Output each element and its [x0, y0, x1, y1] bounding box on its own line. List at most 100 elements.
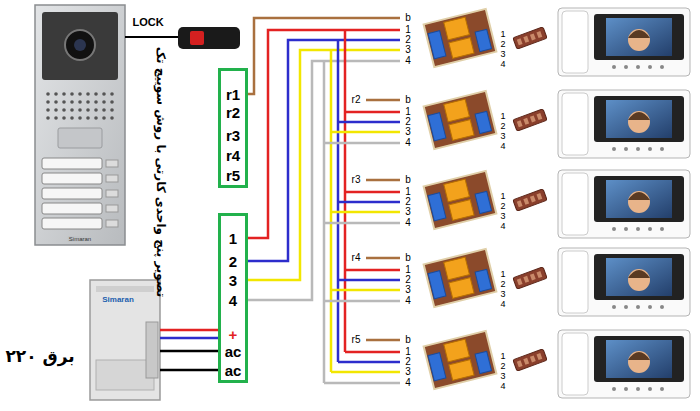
psu-rib: [96, 286, 154, 292]
call-button: [42, 158, 102, 169]
hair: [628, 270, 650, 278]
screen: [606, 258, 672, 296]
pin-name: 4: [500, 222, 505, 231]
relay-symbol: [449, 360, 474, 381]
connector-plug: [513, 109, 547, 131]
pin-name: 3: [405, 207, 411, 217]
relay-board: [424, 249, 497, 307]
ac-wire: [160, 350, 218, 353]
grill-hole: [46, 108, 50, 112]
pin-name: 1: [500, 270, 505, 279]
relay-symbol: [449, 278, 474, 299]
video-monitor: [558, 330, 690, 398]
plug-pin: [517, 278, 523, 285]
call-button: [42, 188, 102, 199]
relay-tag: r4: [352, 253, 361, 263]
monitor-button: [636, 387, 640, 391]
pin-name: 4: [405, 138, 411, 148]
grill-hole: [70, 92, 74, 96]
monitor-button: [660, 305, 664, 309]
terminal-label: r5: [226, 168, 240, 183]
monitor-button: [612, 65, 616, 69]
terminal-label: +: [229, 327, 238, 342]
vertical-title: تصویر پنج واحدی کارتی با روش سوییچ تک: [155, 47, 167, 297]
relay-row: [324, 90, 690, 158]
grill-hole: [70, 116, 74, 120]
monitor-button: [648, 387, 652, 391]
monitor-body: [558, 90, 690, 158]
handset: [562, 173, 588, 235]
pin-name: 2: [500, 362, 505, 371]
plug-pin: [517, 38, 523, 45]
pin-name: 3: [500, 372, 505, 381]
handset: [562, 93, 588, 155]
plug-pin: [530, 33, 536, 40]
terminal-block: [428, 31, 446, 59]
connector-plug: [513, 267, 547, 289]
pin-name: 1: [500, 352, 505, 361]
lock-label: LOCK: [132, 17, 163, 28]
pin-name: 2: [500, 280, 505, 289]
grill-hole: [78, 108, 82, 112]
branch-wire: [331, 289, 400, 292]
r-wire: [366, 339, 400, 342]
monitor-button: [636, 147, 640, 151]
pin-name: 2: [405, 357, 411, 367]
power-wire: [160, 337, 218, 340]
lock: [125, 27, 240, 49]
terminal-block: [428, 193, 446, 221]
relay-symbol: [449, 200, 474, 221]
psu-terminals: [146, 322, 158, 378]
connector-plug: [513, 27, 547, 49]
plug-pin: [517, 120, 523, 127]
relay-symbol: [449, 38, 474, 59]
grill-hole: [102, 116, 106, 120]
screen: [606, 180, 672, 218]
monitor-body: [558, 248, 690, 316]
screen-bezel: [594, 254, 684, 300]
lock-bolt: [190, 31, 204, 45]
grill-hole: [70, 100, 74, 104]
plug-pin: [523, 36, 529, 43]
r-wire: [366, 99, 400, 102]
wire-bundle: [160, 18, 400, 383]
camera: [65, 30, 95, 60]
grill-hole: [94, 108, 98, 112]
pcb: [424, 9, 497, 67]
grill-hole: [110, 100, 114, 104]
grill-hole: [62, 108, 66, 112]
name-card: [106, 220, 118, 227]
branch-wire: [345, 191, 400, 194]
relay-row: [324, 248, 690, 316]
pin-name: 3: [405, 127, 411, 137]
power-wire: [160, 329, 218, 332]
branch-wire: [345, 351, 400, 354]
monitor-button: [612, 305, 616, 309]
pcb: [424, 249, 497, 307]
connector-plug: [513, 189, 547, 211]
name-card: [106, 175, 118, 182]
plug-pin: [523, 198, 529, 205]
branch-wire: [324, 300, 400, 303]
relay-symbol: [444, 99, 470, 122]
grill-hole: [78, 116, 82, 120]
door-panel: [35, 5, 125, 245]
face: [628, 269, 650, 291]
relay-tag: r3: [352, 175, 361, 185]
grill-hole: [54, 100, 58, 104]
monitor-button: [660, 65, 664, 69]
branch-wire: [324, 142, 400, 145]
connector-plug: [513, 349, 547, 371]
relay-tag: r5: [352, 335, 361, 345]
call-button: [42, 203, 102, 214]
card-reader: [58, 128, 102, 148]
monitor-button: [624, 65, 628, 69]
branch-wire: [338, 361, 400, 364]
grill-hole: [102, 92, 106, 96]
grill-hole: [78, 92, 82, 96]
screen-bezel: [594, 176, 684, 222]
grill-hole: [110, 116, 114, 120]
grill-hole: [54, 116, 58, 120]
